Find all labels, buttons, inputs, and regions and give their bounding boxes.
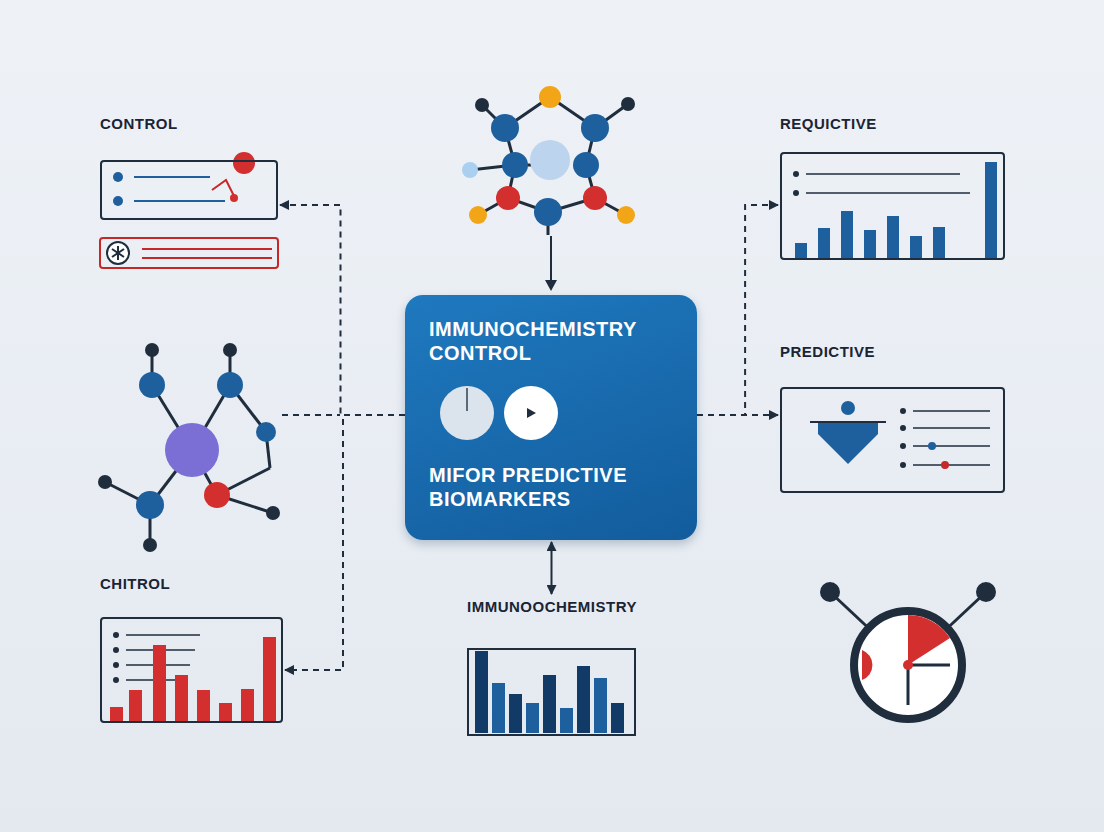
panel-frame [780, 387, 1005, 493]
chitrol-chart-panel: CHITROL [100, 575, 283, 723]
dashed-connector [285, 415, 405, 670]
molecule [98, 343, 280, 552]
arrow-head [545, 280, 557, 291]
predictive-panel: PREDICTIVE [780, 343, 1005, 493]
central-process-box: IMMUNOCHEMISTRY CONTROL MIFOR PREDICTIVE … [405, 295, 697, 540]
double-arrow [551, 542, 553, 594]
funnel-list [810, 401, 990, 469]
panel-heading: PREDICTIVE [780, 343, 875, 360]
immunochemistry-chart: IMMUNOOCHEMISTRY [456, 598, 648, 735]
bar-chart [793, 162, 997, 258]
gauge-icon [820, 582, 996, 719]
molecule [462, 86, 635, 235]
alert-bar [100, 238, 278, 268]
navy-bar-chart [468, 649, 635, 735]
panel-heading: REQUICTIVE [780, 115, 877, 132]
dashed-connector [697, 414, 778, 416]
red-bar-chart [110, 632, 276, 721]
requictive-chart-panel: REQUICTIVE [780, 115, 1005, 260]
dashed-connector [697, 205, 778, 415]
panel-frame [780, 152, 1005, 260]
down-arrow [550, 236, 552, 283]
toggle-icons [435, 381, 565, 445]
dashed-connector [280, 205, 405, 415]
panel-heading: CHITROL [100, 575, 170, 592]
panel-frame [100, 617, 283, 723]
control-panel: CONTROL [100, 115, 278, 220]
dashed-feed [282, 414, 340, 416]
panel-frame [100, 160, 278, 220]
panel-heading: CONTROL [100, 115, 178, 132]
box-title: IMMUNOCHEMISTRY CONTROL [429, 317, 673, 365]
box-subtitle: MIFOR PREDICTIVE BIOMARKERS [429, 463, 673, 511]
panel-heading: IMMUNOOCHEMISTRY [467, 598, 637, 615]
